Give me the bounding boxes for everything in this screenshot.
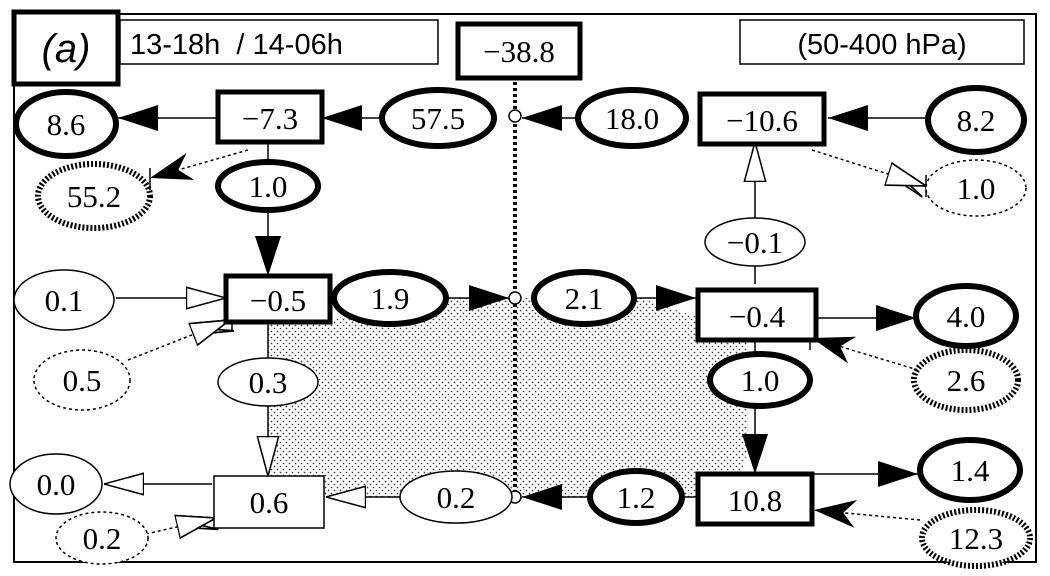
box-upper-left-value: −7.3 bbox=[242, 101, 298, 136]
ellipse-4-0-value: 4.0 bbox=[947, 299, 986, 334]
arrow-box-upper-left-to-55-2 bbox=[149, 149, 249, 180]
ellipse-2-1: 2.1 bbox=[531, 269, 637, 327]
ellipse-1-0-mid-right-value: 1.0 bbox=[741, 363, 780, 398]
box-middle-right-value: −0.4 bbox=[729, 299, 786, 334]
ellipse-0-2-bottom: 0.2 bbox=[55, 511, 149, 565]
ellipse-0-5: 0.5 bbox=[33, 349, 131, 411]
ellipse-8-6-value: 8.6 bbox=[47, 107, 86, 142]
box-upper-right-value: −10.6 bbox=[726, 103, 798, 138]
box-middle-right: −0.4 bbox=[695, 287, 819, 343]
stippled-region bbox=[268, 298, 748, 497]
ellipse-1-2-value: 1.2 bbox=[617, 480, 656, 515]
ellipse-1-9-value: 1.9 bbox=[371, 281, 410, 316]
ellipse-0-3: 0.3 bbox=[217, 357, 319, 407]
box-middle-left-value: −0.5 bbox=[250, 283, 306, 318]
box-upper-right: −10.6 bbox=[697, 91, 827, 147]
arrow-2-6-to-box-middle-right bbox=[811, 336, 919, 371]
ellipse-0-2-bottom-value: 0.2 bbox=[83, 521, 122, 556]
ellipse-8-6: 8.6 bbox=[13, 89, 119, 159]
ellipse-12-3-value: 12.3 bbox=[949, 521, 1003, 556]
top-value: −38.8 bbox=[483, 34, 555, 69]
ellipse-8-2: 8.2 bbox=[925, 85, 1027, 155]
ellipse-1-0-mid-right: 1.0 bbox=[707, 351, 813, 409]
ellipse-57-5-value: 57.5 bbox=[411, 101, 465, 136]
time-range-box bbox=[119, 19, 439, 65]
ellipse-1-2: 1.2 bbox=[587, 468, 685, 526]
box-lower-right: 10.8 bbox=[695, 471, 815, 527]
ellipse-4-0: 4.0 bbox=[913, 283, 1019, 349]
panel-label: (a) bbox=[42, 27, 91, 71]
ellipse-1-9: 1.9 bbox=[331, 269, 449, 327]
ellipse-0-5-value: 0.5 bbox=[63, 363, 102, 398]
ellipse-12-3: 12.3 bbox=[919, 507, 1033, 569]
ellipse-1-0-left-value: 1.0 bbox=[249, 169, 288, 204]
ellipse-55-2-value: 55.2 bbox=[67, 179, 121, 214]
ellipse-0-1-value: 0.1 bbox=[45, 283, 84, 318]
ellipse-18-0-value: 18.0 bbox=[605, 101, 659, 136]
time-range-label: 13-18h / 14-06h bbox=[130, 29, 343, 61]
box-lower-left: 0.6 bbox=[213, 475, 325, 529]
ellipse-2-6: 2.6 bbox=[911, 347, 1021, 413]
ellipse-1-0-right-dotted: 1.0 bbox=[925, 159, 1027, 217]
box-lower-left-value: 0.6 bbox=[250, 485, 289, 520]
ellipse-0-2-mid-value: 0.2 bbox=[437, 480, 476, 515]
ellipse-neg-0-1: −0.1 bbox=[704, 217, 806, 267]
ellipse-2-6-value: 2.6 bbox=[947, 363, 986, 398]
arrow-0-5-to-box-middle-left bbox=[127, 320, 230, 361]
ellipse-55-2: 55.2 bbox=[35, 161, 153, 231]
ellipse-18-0: 18.0 bbox=[575, 87, 689, 149]
panel-label-box bbox=[11, 9, 121, 87]
arrow-box-upper-right-to-1-0 bbox=[811, 149, 926, 186]
ellipse-2-1-value: 2.1 bbox=[565, 281, 604, 316]
ellipse-1-0-left: 1.0 bbox=[215, 159, 321, 213]
ellipse-1-4: 1.4 bbox=[917, 437, 1023, 503]
ellipse-0-0-value: 0.0 bbox=[37, 467, 76, 502]
junction-middle bbox=[508, 291, 522, 305]
pressure-range-box bbox=[739, 19, 1025, 65]
ellipse-neg-0-1-value: −0.1 bbox=[727, 225, 783, 260]
ellipse-1-0-right-dotted-value: 1.0 bbox=[957, 171, 996, 206]
junction-top bbox=[508, 109, 522, 123]
ellipse-8-2-value: 8.2 bbox=[957, 103, 996, 138]
ellipse-0-2-mid: 0.2 bbox=[399, 470, 513, 524]
box-lower-right-value: 10.8 bbox=[728, 483, 782, 518]
ellipse-1-4-value: 1.4 bbox=[951, 453, 990, 488]
ellipse-0-1: 0.1 bbox=[13, 269, 115, 331]
top-value-box bbox=[455, 21, 583, 81]
ellipse-0-0: 0.0 bbox=[9, 453, 103, 515]
ellipse-0-3-value: 0.3 bbox=[249, 365, 288, 400]
pressure-range-label: (50-400 hPa) bbox=[797, 29, 966, 61]
ellipse-57-5: 57.5 bbox=[379, 87, 497, 149]
box-upper-left: −7.3 bbox=[215, 89, 325, 145]
box-middle-left: −0.5 bbox=[223, 273, 333, 325]
